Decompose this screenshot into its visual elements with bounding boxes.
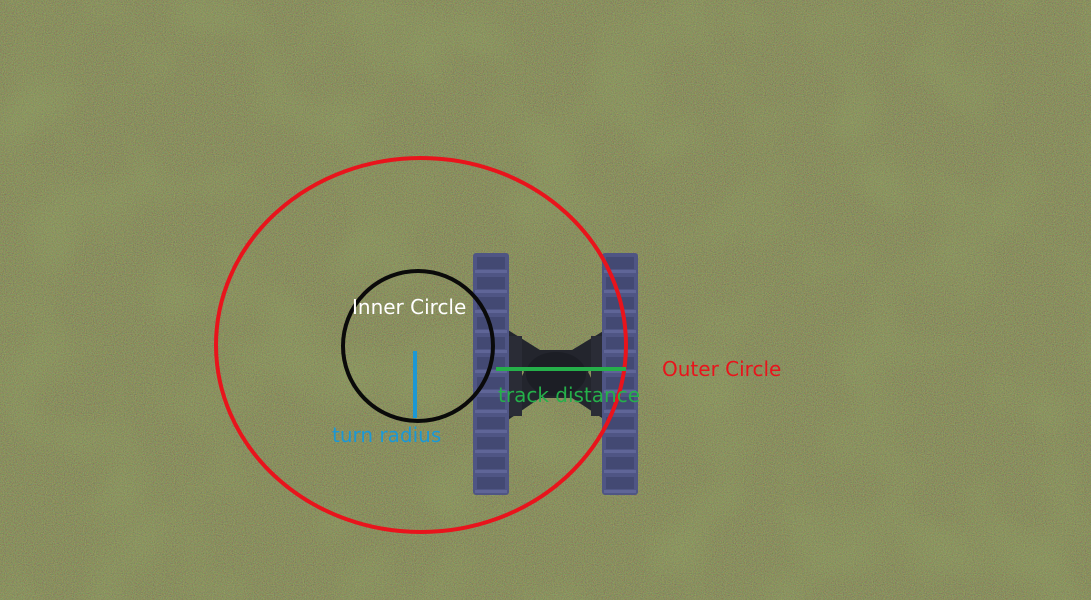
track-segment-highlight [475, 450, 507, 453]
track-segment [606, 437, 634, 449]
track-segment-highlight [475, 390, 507, 393]
track-segment-highlight [604, 290, 636, 293]
track-body [473, 253, 509, 495]
track-segment-highlight [604, 490, 636, 493]
track-segment [477, 417, 505, 429]
track-body [602, 253, 638, 495]
chassis-left-arm [508, 336, 522, 416]
track-segment-highlight [475, 370, 507, 373]
track-segment-highlight [475, 410, 507, 413]
outer-circle [214, 156, 628, 534]
track-segment [606, 317, 634, 329]
track-segment-highlight [475, 490, 507, 493]
track-segment-highlight [604, 410, 636, 413]
track-segment [606, 277, 634, 289]
track-segment-highlight [475, 290, 507, 293]
track-segment [606, 257, 634, 269]
track-segment-highlight [604, 270, 636, 273]
track-segment [477, 277, 505, 289]
track-segment [477, 457, 505, 469]
track-segment-highlight [475, 430, 507, 433]
track-segment-highlight [604, 470, 636, 473]
chassis-hub [526, 352, 586, 396]
track-segment-highlight [604, 330, 636, 333]
right-track [602, 253, 638, 495]
track-segment [606, 417, 634, 429]
robot-chassis [508, 330, 605, 420]
inner-circle-label: Inner Circle [352, 295, 466, 319]
track-segment-highlight [604, 350, 636, 353]
left-track [473, 253, 509, 495]
track-segment-highlight [475, 310, 507, 313]
track-segment [477, 477, 505, 489]
track-segment-highlight [604, 450, 636, 453]
track-distance-label: track distance [498, 383, 640, 407]
turn-radius-label: turn radius [332, 423, 441, 447]
track-segment-highlight [475, 470, 507, 473]
chassis-right-arm [591, 336, 605, 416]
inner-circle [341, 269, 495, 423]
track-segment [606, 477, 634, 489]
track-segment [606, 457, 634, 469]
track-segment [606, 337, 634, 349]
track-segment-highlight [604, 430, 636, 433]
track-segment-highlight [604, 370, 636, 373]
track-segment [477, 297, 505, 309]
track-segment-highlight [604, 310, 636, 313]
outer-circle-label: Outer Circle [662, 357, 781, 381]
track-segment [477, 257, 505, 269]
track-segment [477, 397, 505, 409]
track-segment [477, 437, 505, 449]
track-segment-highlight [475, 270, 507, 273]
